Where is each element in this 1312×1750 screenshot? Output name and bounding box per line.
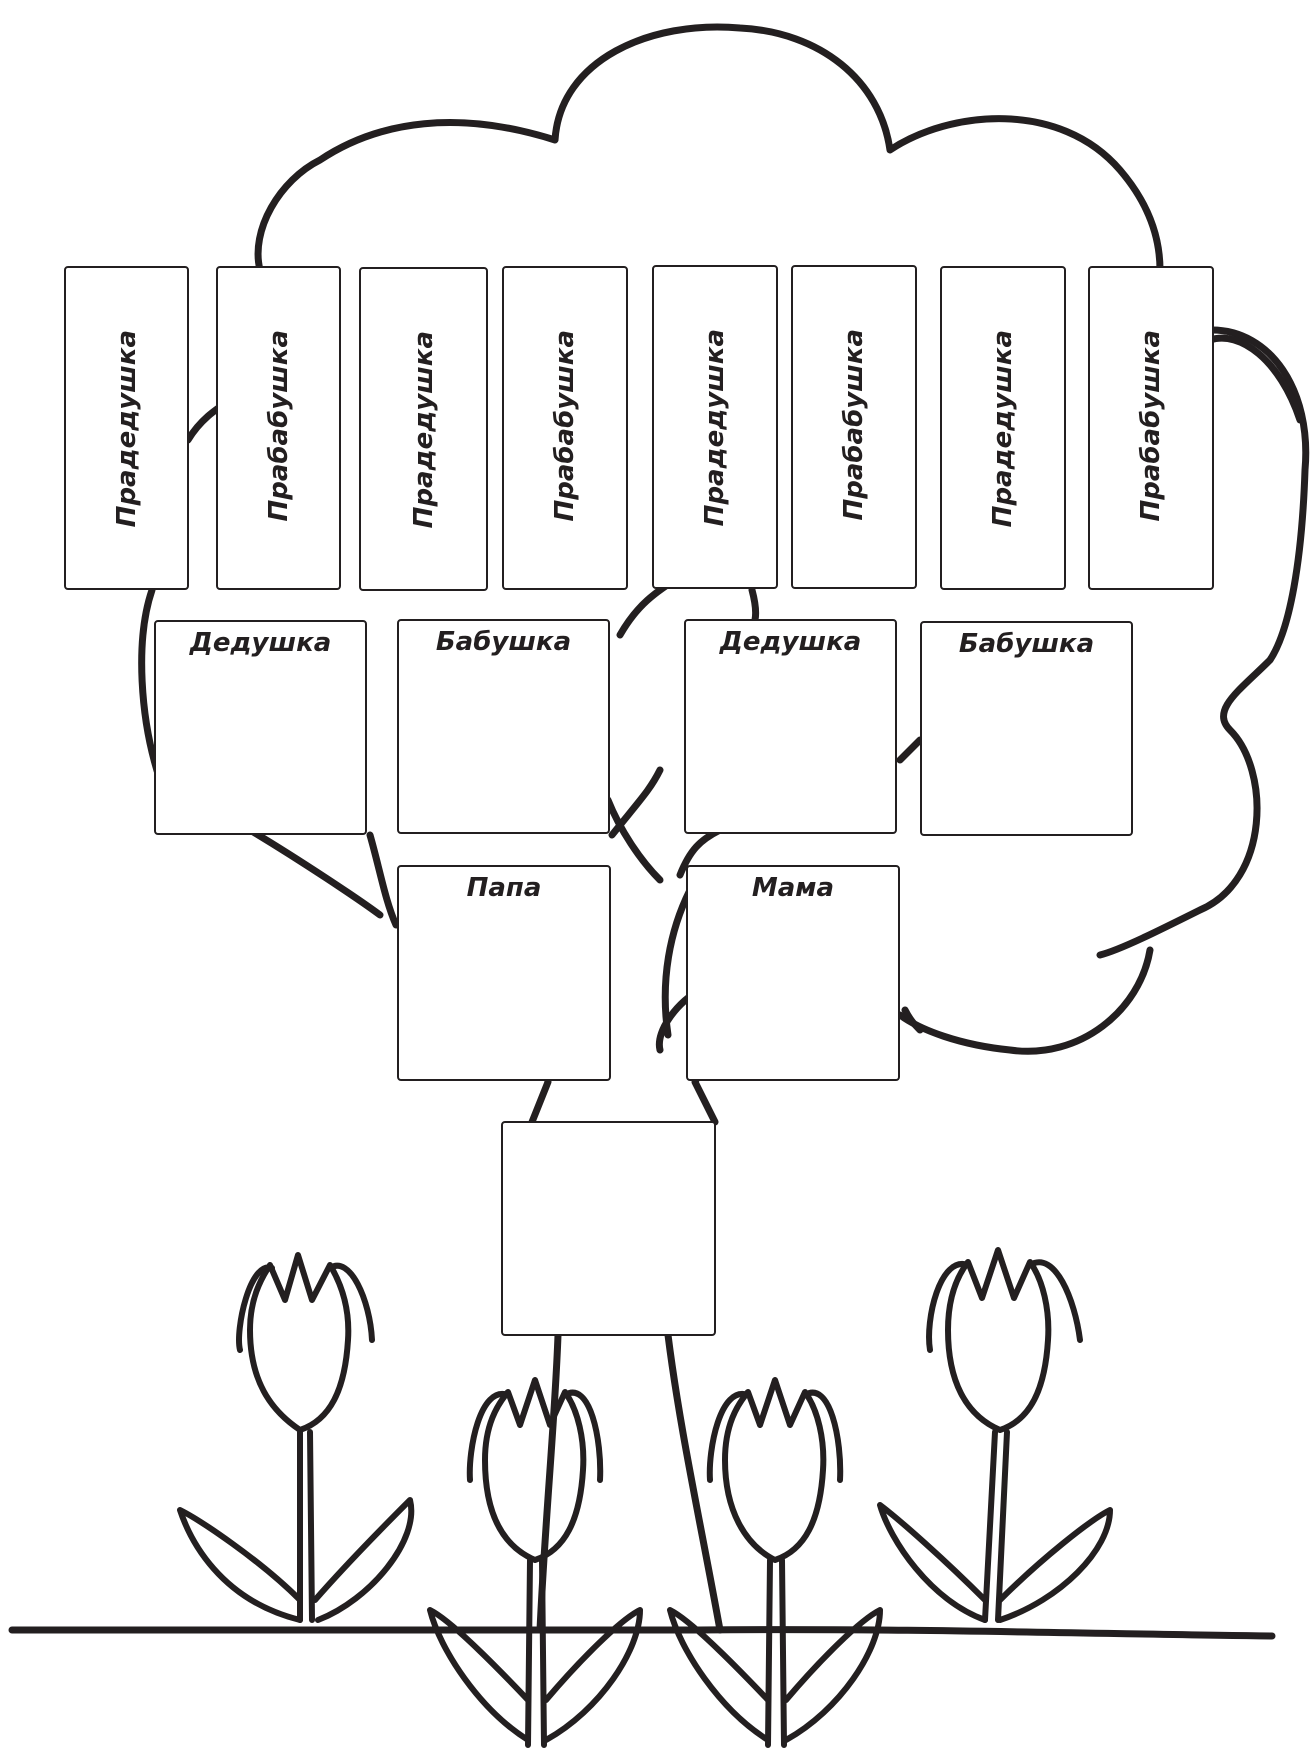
grandparent-label: Дедушка <box>189 628 332 658</box>
great-grandparent-label: Прадедушка <box>111 330 142 528</box>
great-grandparent-box-5: Прадедушка <box>652 265 778 589</box>
grandparent-label: Бабушка <box>435 627 572 657</box>
ground-line <box>8 1625 1276 1640</box>
grandparent-label: Дедушка <box>719 627 862 657</box>
great-grandparent-box-4: Прабабушка <box>502 266 628 590</box>
parent-label: Мама <box>751 873 835 903</box>
great-grandparent-label: Прабабушка <box>1136 330 1166 522</box>
great-grandparent-box-3: Прадедушка <box>359 267 488 591</box>
great-grandparent-label: Прабабушка <box>263 330 294 522</box>
tree-crown-right-bump <box>1206 334 1304 424</box>
great-grandparent-box-1: Прадедушка <box>64 266 189 590</box>
tulip-1 <box>177 1252 415 1623</box>
tulip-2 <box>427 1377 643 1748</box>
great-grandparent-box-7: Прадедушка <box>940 266 1066 590</box>
parent-box-mother: Мама <box>686 865 900 1081</box>
great-grandparent-box-8: Прабабушка <box>1088 266 1214 590</box>
grandparent-label: Бабушка <box>958 629 1095 659</box>
great-grandparent-label: Прабабушка <box>550 330 580 522</box>
great-grandparent-label: Прадедушка <box>408 331 439 529</box>
great-grandparent-box-6: Прабабушка <box>791 265 917 589</box>
great-grandparent-label: Прадедушка <box>700 329 730 527</box>
parent-label: Папа <box>466 873 542 903</box>
grandparent-box-1: Дедушка <box>154 620 367 835</box>
tulip-3 <box>667 1377 883 1748</box>
great-grandparent-label: Прабабушка <box>839 329 869 521</box>
tulip-4 <box>877 1247 1113 1623</box>
grandparent-box-2: Бабушка <box>397 619 610 834</box>
great-grandparent-label: Прадедушка <box>988 330 1018 528</box>
tree-crown <box>138 23 1310 1055</box>
parent-box-father: Папа <box>397 865 611 1081</box>
grandparent-box-4: Бабушка <box>920 621 1133 836</box>
child-box <box>501 1121 716 1336</box>
great-grandparent-box-2: Прабабушка <box>216 266 341 590</box>
grandparent-box-3: Дедушка <box>684 619 897 834</box>
